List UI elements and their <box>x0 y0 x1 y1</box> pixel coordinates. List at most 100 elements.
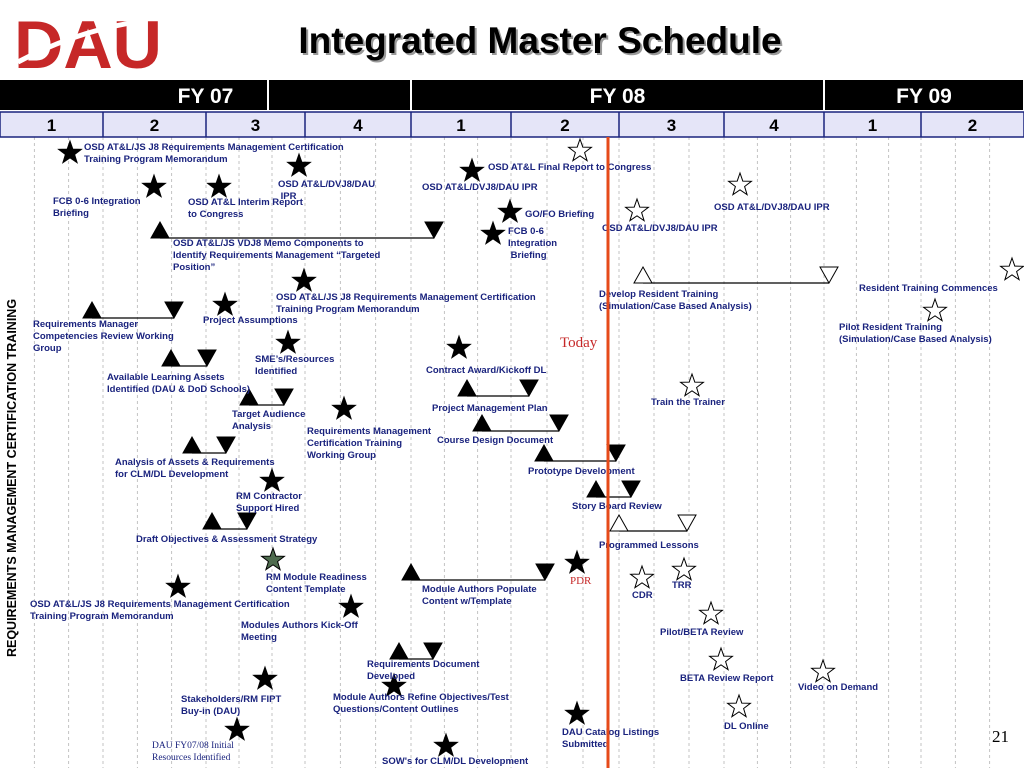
activity-bar <box>161 348 217 368</box>
activity-bar <box>457 378 539 398</box>
activity-bar <box>534 443 626 463</box>
milestone-label: TRR <box>672 580 692 591</box>
activity-bar <box>150 220 444 240</box>
milestone-label: Develop Resident Training(Simulation/Cas… <box>599 289 752 312</box>
start-triangle-icon <box>633 265 653 284</box>
planned-milestone-star-icon <box>708 646 734 671</box>
milestone-label: SOW's for CLM/DL Development <box>382 756 529 767</box>
start-triangle-icon <box>161 348 181 367</box>
milestone-label: Contract Award/Kickoff DL <box>426 365 547 376</box>
start-triangle-icon <box>82 300 102 319</box>
milestone-label: Resident Training Commences <box>859 283 998 294</box>
activity-bar <box>389 641 443 661</box>
quarter-label: 1 <box>47 116 56 135</box>
completed-milestone-star-icon <box>224 716 250 741</box>
milestone-label: CDR <box>632 590 653 601</box>
end-triangle-icon <box>606 444 626 463</box>
quarter-row <box>0 111 1024 138</box>
completed-milestone-star-icon <box>480 220 506 245</box>
milestone-label: OSD AT&L/DVJ8/DAU IPR <box>278 179 375 202</box>
completed-milestone-star-icon <box>275 329 301 354</box>
planned-milestone-star-icon <box>727 171 753 196</box>
end-triangle-icon <box>549 414 569 433</box>
milestone-label: GO/FO Briefing <box>525 209 594 220</box>
today-label: Today <box>560 335 598 351</box>
quarter-label: 2 <box>560 116 569 135</box>
start-triangle-icon <box>389 641 409 660</box>
end-triangle-icon <box>621 480 641 499</box>
start-triangle-icon <box>401 562 421 581</box>
milestone-labels: OSD AT&L/JS J8 Requirements Management C… <box>30 142 998 767</box>
quarter-label: 2 <box>968 116 977 135</box>
activity-bar <box>239 387 294 407</box>
start-triangle-icon <box>150 220 170 239</box>
completed-milestone-star-icon <box>338 593 364 618</box>
fy-header-row <box>0 80 1024 110</box>
milestone-label: Prototype Development <box>528 466 635 477</box>
start-triangle-icon <box>472 413 492 432</box>
completed-milestone-star-icon <box>212 291 238 316</box>
milestone-label: Pilot/BETA Review <box>660 627 744 638</box>
quarter-label: 3 <box>667 116 676 135</box>
end-triangle-icon <box>424 221 444 240</box>
start-triangle-icon <box>586 479 606 498</box>
completed-milestone-star-icon <box>564 549 590 574</box>
milestone-label: DL Online <box>724 721 769 732</box>
completed-milestone-star-icon <box>259 467 285 492</box>
milestone-label: Draft Objectives & Assessment Strategy <box>136 534 318 545</box>
completed-milestone-star-icon <box>291 267 317 292</box>
activity-bar <box>472 413 569 433</box>
completed-milestone-star-icon <box>286 152 312 177</box>
milestone-label: Project Assumptions <box>203 315 298 326</box>
milestone-label: OSD AT&L/JS J8 Requirements Management C… <box>30 599 290 622</box>
completed-milestone-star-icon <box>446 334 472 359</box>
quarter-label: 4 <box>353 116 363 135</box>
fy-label: FY 08 <box>590 85 646 108</box>
activity-bar <box>609 513 697 533</box>
milestone-label: OSD AT&L/DVJ8/DAU IPR <box>602 223 718 234</box>
activity-bar <box>182 435 236 455</box>
planned-milestone-star-icon <box>624 197 650 222</box>
milestones <box>57 137 1024 757</box>
completed-milestone-star-icon <box>165 573 191 598</box>
end-triangle-icon <box>237 512 257 531</box>
quarter-label: 2 <box>150 116 159 135</box>
milestone-label: Course Design Document <box>437 435 554 446</box>
milestone-label: Story Board Review <box>572 501 662 512</box>
start-triangle-icon <box>182 435 202 454</box>
start-triangle-icon <box>239 387 259 406</box>
completed-milestone-star-icon <box>260 546 286 571</box>
start-triangle-icon <box>457 378 477 397</box>
today-marker: Today <box>560 137 610 768</box>
completed-milestone-star-icon <box>252 665 278 690</box>
planned-milestone-star-icon <box>567 137 593 162</box>
activity-bar <box>202 511 257 531</box>
planned-milestone-star-icon <box>922 297 948 322</box>
end-triangle-icon <box>535 563 555 582</box>
milestone-label: OSD AT&L/DVJ8/DAU IPR <box>714 202 830 213</box>
planned-milestone-star-icon <box>671 556 697 581</box>
quarter-label: 4 <box>769 116 779 135</box>
planned-milestone-star-icon <box>679 372 705 397</box>
activity-bar <box>82 300 184 320</box>
quarter-label: 1 <box>868 116 877 135</box>
milestone-label: PDR <box>570 575 592 587</box>
end-triangle-icon <box>197 349 217 368</box>
end-triangle-icon <box>216 436 236 455</box>
start-triangle-icon <box>534 443 554 462</box>
logo-swoosh <box>16 19 137 65</box>
milestone-label: Video on Demand <box>798 682 878 693</box>
completed-milestone-star-icon <box>459 157 485 182</box>
milestone-label: OSD AT&L Final Report to Congress <box>488 162 651 173</box>
end-triangle-icon <box>677 514 697 533</box>
end-triangle-icon <box>164 301 184 320</box>
